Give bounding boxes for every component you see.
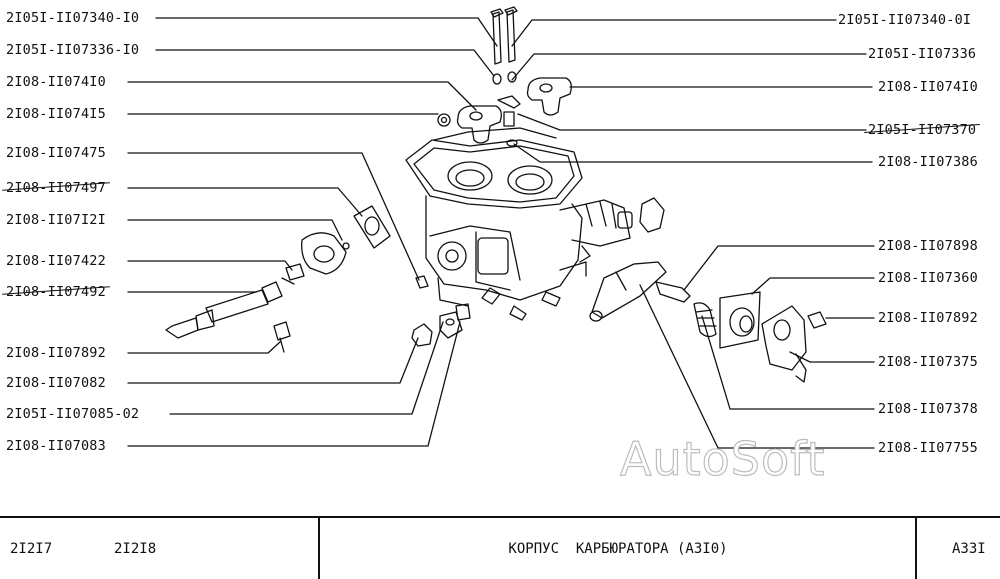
- exploded-parts-diagram: [127, 6, 875, 449]
- part-label-left-10: 2I08-II07892: [6, 345, 106, 361]
- model-code-2: 2I2I8: [114, 540, 157, 557]
- part-label-left-1: 2I05I-II07340-I0: [6, 10, 140, 26]
- carburetor-body: [405, 139, 665, 321]
- drawing-title: КОРПУС КАРБЮРАТОРА (А3I0): [508, 540, 728, 557]
- part-label-right-9: 2I08-II07375: [878, 354, 978, 370]
- inlet-tubes: [490, 6, 518, 85]
- leader-lines-right: [511, 19, 875, 449]
- title-divider-1: [318, 518, 320, 579]
- model-code-1: 2I2I7: [10, 540, 53, 557]
- left-assembly: [165, 205, 429, 353]
- part-label-right-4: 2I05I-II07370: [868, 122, 977, 138]
- part-label-left-9: 2I08-II07492: [6, 284, 106, 300]
- part-label-left-12: 2I05I-II07085-02: [6, 406, 140, 422]
- part-label-right-2: 2I05I-II07336: [868, 46, 977, 62]
- part-label-left-5: 2I08-II07475: [6, 145, 106, 161]
- right-assembly: [589, 261, 827, 383]
- part-label-right-6: 2I08-II07898: [878, 238, 978, 254]
- part-label-right-7: 2I08-II07360: [878, 270, 978, 286]
- banjo-fittings: [437, 77, 572, 147]
- title-divider-2: [915, 518, 917, 579]
- part-label-right-5: 2I08-II07386: [878, 154, 978, 170]
- part-label-right-11: 2I08-II07755: [878, 440, 978, 456]
- part-label-left-3: 2I08-II074I0: [6, 74, 106, 90]
- part-label-left-6: 2I08-II07497: [6, 180, 106, 196]
- part-label-left-2: 2I05I-II07336-I0: [6, 42, 140, 58]
- title-block: 2I2I7 2I2I8 КОРПУС КАРБЮРАТОРА (А3I0) А3…: [0, 516, 1000, 579]
- leader-lines-left: [127, 17, 498, 447]
- part-label-left-7: 2I08-II07I2I: [6, 212, 106, 228]
- lower-parts: [411, 303, 471, 347]
- part-label-right-3: 2I08-II074I0: [878, 79, 978, 95]
- part-label-right-1: 2I05I-II07340-0I: [838, 12, 972, 28]
- part-label-left-11: 2I08-II07082: [6, 375, 106, 391]
- upper-gasket: [433, 127, 557, 141]
- part-label-left-13: 2I08-II07083: [6, 438, 106, 454]
- part-label-left-8: 2I08-II07422: [6, 253, 106, 269]
- sheet-code: А33I: [952, 540, 986, 557]
- part-label-left-4: 2I08-II074I5: [6, 106, 106, 122]
- part-label-right-10: 2I08-II07378: [878, 401, 978, 417]
- part-label-right-8: 2I08-II07892: [878, 310, 978, 326]
- autosoft-watermark: AutoSoft: [619, 431, 826, 486]
